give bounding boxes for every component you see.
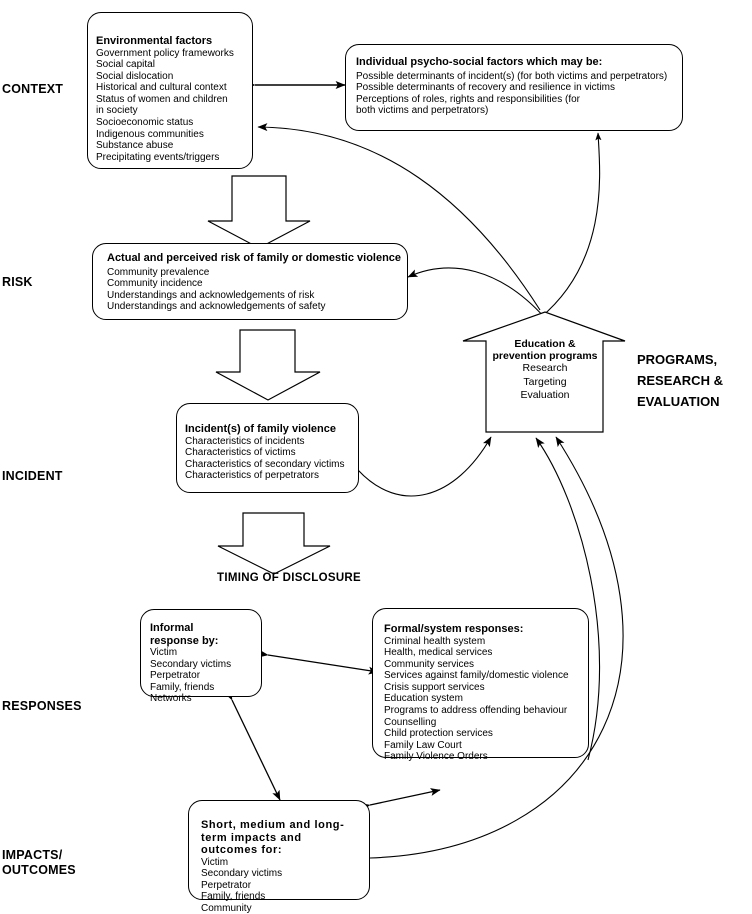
stage-label-impacts-outcomes: IMPACTS/ OUTCOMES <box>2 848 76 877</box>
connector-informal-formal <box>258 649 379 675</box>
risk-item: Understandings and acknowledgements of s… <box>107 301 326 313</box>
psychosocial-item: Perceptions of roles, rights and respons… <box>356 93 580 117</box>
box-informal-response[interactable]: Informal response by: Victim Secondary v… <box>140 609 262 704</box>
psychosocial-item: Possible determinants of recovery and re… <box>356 82 615 94</box>
connector-incident-to-education <box>357 436 492 497</box>
environmental-item: Social capital <box>96 59 155 71</box>
incident-item: Characteristics of perpetrators <box>185 470 319 482</box>
education-item: Evaluation <box>520 389 570 401</box>
formal-item: Health, medical services <box>384 647 493 659</box>
formal-item: Child protection services <box>384 728 493 740</box>
incident-item: Characteristics of incidents <box>185 435 305 447</box>
informal-item: Family, friends <box>150 681 215 693</box>
environmental-item: Substance abuse <box>96 140 174 152</box>
box-impacts-outcomes[interactable]: Short, medium and long-term impacts and … <box>188 800 370 914</box>
environmental-item: Social dislocation <box>96 70 174 82</box>
risk-item: Understandings and acknowledgements of r… <box>107 289 315 301</box>
environmental-item: Socioeconomic status <box>96 117 194 129</box>
connector-formal-impacts <box>359 788 441 811</box>
environmental-title: Environmental factors <box>96 35 213 47</box>
formal-item: Family Law Court <box>384 739 462 751</box>
impacts-title: Short, medium and long-term impacts and … <box>201 819 345 856</box>
informal-item: Secondary victims <box>150 658 232 670</box>
box-incident[interactable]: Incident(s) of family violence Character… <box>176 403 359 493</box>
stage-label-risk: RISK <box>2 275 33 289</box>
psychosocial-title: Individual psycho-social factors which m… <box>356 56 603 68</box>
informal-item: Networks <box>150 693 192 705</box>
programs-research-evaluation-label: PROGRAMS, RESEARCH & EVALUATION <box>637 352 723 409</box>
box-formal-responses[interactable]: Formal/system responses: Criminal health… <box>372 608 589 762</box>
formal-item: Family Violence Orders <box>384 751 488 763</box>
incident-item: Characteristics of secondary victims <box>185 458 345 470</box>
box-risk[interactable]: Actual and perceived risk of family or d… <box>92 243 408 320</box>
informal-item: Victim <box>150 647 178 658</box>
formal-item: Services against family/domestic violenc… <box>384 670 569 682</box>
impacts-item: Family, friends <box>201 891 266 903</box>
formal-item: Education system <box>384 693 463 705</box>
environmental-item: Status of women and children in society <box>96 93 228 117</box>
connector-informal-impacts <box>224 689 281 801</box>
block-arrow-incident-to-responses <box>217 512 331 575</box>
box-psychosocial-factors[interactable]: Individual psycho-social factors which m… <box>345 44 683 131</box>
connector-education-to-psychosocial <box>539 132 602 319</box>
formal-title: Formal/system responses: <box>384 623 524 635</box>
incident-title: Incident(s) of family violence <box>185 423 336 435</box>
psychosocial-item: Possible determinants of incident(s) (fo… <box>356 70 668 82</box>
block-arrow-context-to-risk <box>207 175 311 249</box>
stage-label-responses: RESPONSES <box>2 699 82 713</box>
impacts-item: Victim <box>201 856 229 868</box>
formal-item: Crisis support services <box>384 681 485 693</box>
environmental-item: Precipitating events/triggers <box>96 151 220 163</box>
connector-to-environmental <box>257 123 541 311</box>
risk-item: Community incidence <box>107 278 203 290</box>
timing-of-disclosure-label: TIMING OF DISCLOSURE <box>217 572 361 584</box>
risk-item: Community prevalence <box>107 266 210 278</box>
education-item: Research <box>522 362 568 374</box>
connector-impacts-to-education <box>369 436 624 859</box>
connector-formal-to-education <box>535 437 601 761</box>
formal-item: Community services <box>384 658 475 670</box>
informal-item: Perpetrator <box>150 670 201 682</box>
education-arrow-shape <box>462 311 626 433</box>
formal-item: Criminal health system <box>384 635 486 647</box>
box-environmental-factors[interactable]: Environmental factors Government policy … <box>87 12 253 169</box>
connector-education-to-risk <box>407 267 546 319</box>
incident-item: Characteristics of victims <box>185 447 296 459</box>
education-item: Targeting <box>523 375 567 388</box>
environmental-item: Indigenous communities <box>96 128 204 140</box>
environmental-item: Government policy frameworks <box>96 47 234 59</box>
stage-label-incident: INCIDENT <box>2 469 63 483</box>
impacts-item: Perpetrator <box>201 879 252 891</box>
education-title: Education & prevention programs <box>492 338 598 362</box>
formal-item: Counselling <box>384 716 437 728</box>
environmental-item: Historical and cultural context <box>96 82 227 94</box>
impacts-item: Community <box>201 902 252 914</box>
block-arrow-risk-to-incident <box>215 329 321 401</box>
risk-title: Actual and perceived risk of family or d… <box>107 252 402 264</box>
impacts-item: Secondary victims <box>201 868 283 880</box>
formal-item: Programs to address offending behaviour <box>384 705 568 717</box>
stage-label-context: CONTEXT <box>2 82 64 96</box>
education-programs-content[interactable]: Education & prevention programs Research… <box>486 338 604 403</box>
informal-title: Informal response by: <box>150 622 219 647</box>
